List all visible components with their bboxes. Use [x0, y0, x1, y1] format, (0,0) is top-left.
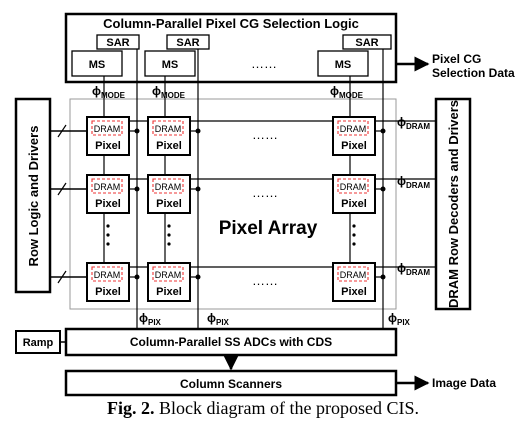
- dram-label: DRAM: [94, 270, 121, 280]
- cg-output-label-1: Pixel CG: [432, 52, 481, 66]
- ramp-label: Ramp: [23, 337, 54, 349]
- dram-drivers-label: DRAM Row Decoders and Drivers: [446, 100, 461, 308]
- pixel-label: Pixel: [156, 198, 182, 210]
- vertical-ellipsis-dot: [167, 233, 171, 237]
- image-data-label: Image Data: [432, 376, 496, 390]
- pixel-grid: DRAMPixelDRAMPixelDRAMPixelDRAMPixelDRAM…: [86, 116, 386, 302]
- dram-box: [337, 120, 369, 136]
- bus-slash: [57, 182, 67, 196]
- adc-block: Column-Parallel SS ADCs with CDS: [64, 327, 398, 357]
- dram-label: DRAM: [340, 182, 367, 192]
- ms-ellipsis: ……: [251, 56, 277, 71]
- sar-block-2: SAR: [166, 34, 210, 50]
- svg-text:MS: MS: [89, 59, 106, 71]
- row-logic-label: Row Logic and Drivers: [26, 126, 41, 267]
- column-scanners-label: Column Scanners: [180, 377, 282, 391]
- ms-block-1: MS: [71, 50, 123, 77]
- bus-slash: [57, 124, 67, 138]
- ms-block-3: MS: [317, 50, 369, 77]
- phi-mode-label-1: ϕMODE: [92, 84, 126, 100]
- dram-box: [152, 120, 184, 136]
- pixel-label: Pixel: [95, 140, 121, 152]
- svg-text:MS: MS: [162, 59, 179, 71]
- dram-box: [91, 266, 123, 282]
- dram-box: [337, 266, 369, 282]
- phi-dram-label-2: ϕDRAM: [397, 174, 430, 190]
- adc-label: Column-Parallel SS ADCs with CDS: [130, 335, 332, 349]
- pixel-cell: DRAM Pixel: [86, 174, 140, 214]
- sar-block-3: SAR: [342, 34, 392, 50]
- figure-caption: Fig. 2. Block diagram of the proposed CI…: [0, 398, 526, 419]
- vertical-ellipsis-dot: [106, 242, 110, 246]
- pixel-label: Pixel: [341, 286, 367, 298]
- cg-output-label-2: Selection Data: [432, 66, 515, 80]
- row-logic-block: Row Logic and Drivers: [14, 97, 52, 294]
- pixel-cell: DRAM Pixel: [86, 262, 140, 302]
- dram-label: DRAM: [340, 270, 367, 280]
- phi-dram-label-1: ϕDRAM: [397, 115, 430, 131]
- dram-drivers-block: DRAM Row Decoders and Drivers: [434, 97, 472, 311]
- column-ellipsis: ……: [252, 127, 278, 142]
- pixel-cell: DRAM Pixel: [332, 262, 386, 302]
- dram-label: DRAM: [340, 124, 367, 134]
- figure-caption-text: Block diagram of the proposed CIS.: [154, 398, 419, 418]
- pixel-cell: DRAM Pixel: [147, 116, 201, 156]
- vertical-ellipsis-dot: [352, 242, 356, 246]
- svg-text:MS: MS: [335, 59, 352, 71]
- cis-block-diagram: Column-Parallel Pixel CG Selection Logic…: [14, 12, 515, 397]
- sar-block-1: SAR: [96, 34, 140, 50]
- vertical-ellipsis-dot: [167, 224, 171, 228]
- phi-dram-label-3: ϕDRAM: [397, 261, 430, 277]
- pixel-cell: DRAM Pixel: [86, 116, 140, 156]
- phi-pix-label-1: ϕPIX: [139, 311, 162, 327]
- dram-label: DRAM: [155, 270, 182, 280]
- dram-box: [152, 178, 184, 194]
- dram-box: [91, 178, 123, 194]
- dram-label: DRAM: [155, 124, 182, 134]
- column-scanners-block: Column Scanners: [64, 369, 398, 397]
- pixel-label: Pixel: [95, 286, 121, 298]
- pixel-label: Pixel: [341, 198, 367, 210]
- figure-number: Fig. 2.: [107, 398, 155, 418]
- vertical-ellipsis-dot: [167, 242, 171, 246]
- ramp-block: Ramp: [15, 330, 61, 354]
- pixel-array-label: Pixel Array: [219, 218, 318, 239]
- pixel-cell: DRAM Pixel: [332, 174, 386, 214]
- pixel-label: Pixel: [95, 198, 121, 210]
- column-ellipsis: ……: [252, 185, 278, 200]
- pixel-label: Pixel: [341, 140, 367, 152]
- dram-box: [152, 266, 184, 282]
- vertical-ellipsis-dot: [106, 233, 110, 237]
- vertical-ellipsis-dot: [106, 224, 110, 228]
- svg-text:SAR: SAR: [106, 37, 129, 49]
- pixel-cell: DRAM Pixel: [332, 116, 386, 156]
- dram-box: [337, 178, 369, 194]
- pixel-cell: DRAM Pixel: [147, 174, 201, 214]
- svg-text:SAR: SAR: [355, 37, 378, 49]
- phi-pix-label-3: ϕPIX: [388, 311, 411, 327]
- column-ellipsis: ……: [252, 273, 278, 288]
- vertical-ellipsis-dot: [352, 224, 356, 228]
- selection-logic-title: Column-Parallel Pixel CG Selection Logic: [103, 16, 359, 31]
- bus-slash: [57, 270, 67, 284]
- dram-box: [91, 120, 123, 136]
- dram-label: DRAM: [94, 182, 121, 192]
- phi-pix-label-2: ϕPIX: [207, 311, 230, 327]
- pixel-label: Pixel: [156, 140, 182, 152]
- pixel-array-outline: [69, 98, 397, 310]
- svg-text:SAR: SAR: [176, 37, 199, 49]
- vertical-ellipsis-dot: [352, 233, 356, 237]
- ms-block-2: MS: [144, 50, 196, 77]
- phi-mode-label-2: ϕMODE: [152, 84, 186, 100]
- dram-label: DRAM: [94, 124, 121, 134]
- pixel-cell: DRAM Pixel: [147, 262, 201, 302]
- pixel-label: Pixel: [156, 286, 182, 298]
- dram-label: DRAM: [155, 182, 182, 192]
- phi-mode-label-3: ϕMODE: [330, 84, 364, 100]
